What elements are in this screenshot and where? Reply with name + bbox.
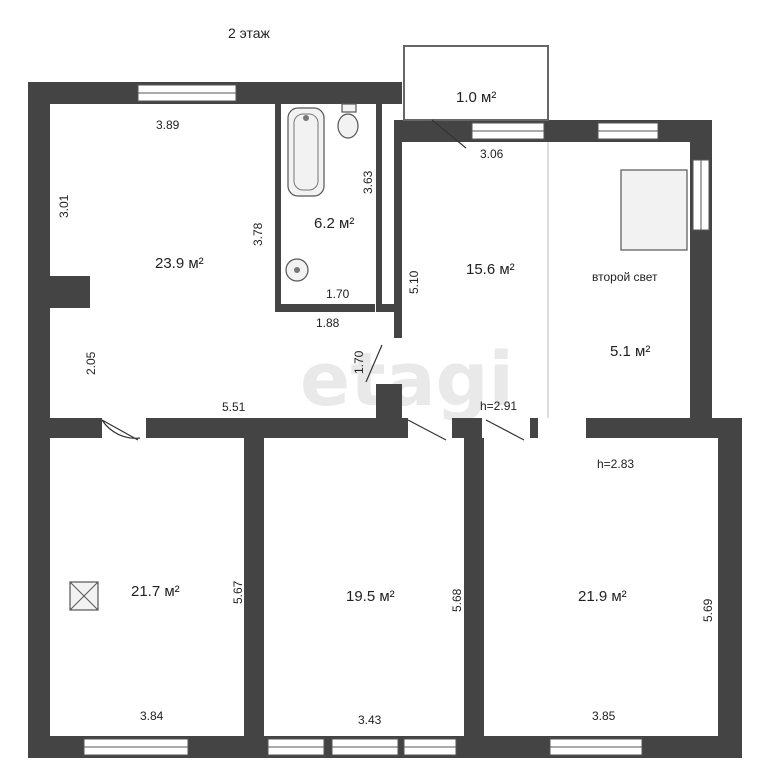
wall-bath-right [376, 104, 382, 312]
window-living-top [137, 84, 237, 102]
wall-mid-1 [50, 418, 102, 438]
door-bedroom-right [485, 419, 525, 441]
wall-mid-5 [586, 418, 690, 438]
area-balcony: 1.0 м² [456, 89, 496, 106]
height-hall: h=2.91 [480, 399, 517, 413]
bathroom-fixtures [285, 103, 359, 282]
window-bedroom-middle-2 [331, 738, 399, 756]
wall-mid-3 [452, 418, 482, 438]
wall-left-upper [28, 82, 50, 758]
dim-hall-top: 3.06 [480, 147, 504, 161]
area-bedroom-right: 21.9 м² [578, 588, 627, 605]
void-block [620, 169, 688, 251]
window-bedroom-middle-3 [403, 738, 457, 756]
label-second-light: второй свет [592, 270, 658, 284]
dim-bedroom-right-bottom: 3.85 [592, 709, 616, 723]
area-hall: 15.6 м² [466, 261, 515, 278]
wall-bed-1 [244, 438, 264, 738]
floor-title: 2 этаж [228, 25, 271, 41]
wall-top-right [400, 120, 712, 142]
area-bathroom: 6.2 м² [314, 215, 354, 232]
windows [83, 84, 710, 756]
window-right-side [692, 159, 710, 231]
window-hall-top [471, 122, 545, 140]
watermark: etagi [300, 337, 514, 423]
wall-bath-left [275, 104, 281, 312]
door-balcony [431, 119, 467, 149]
wall-right-lower [718, 418, 742, 758]
wall-mid-2 [146, 418, 408, 438]
dim-living-left-lower: 2.05 [84, 351, 98, 375]
interior-walls [50, 104, 690, 738]
door-bedroom-middle [407, 419, 447, 441]
window-second-light-top [597, 122, 659, 140]
window-bedroom-right [549, 738, 643, 756]
wall-bath-bottom [275, 304, 375, 312]
toilet-tank [341, 103, 357, 113]
window-bedroom-left [83, 738, 189, 756]
wall-hall-left-lower [376, 384, 402, 418]
toilet-bowl [337, 113, 359, 139]
dim-hall-side: 5.10 [407, 270, 421, 294]
dim-bedroom-middle-side: 5.68 [450, 588, 464, 612]
area-second-light: 5.1 м² [610, 343, 650, 360]
dim-bath-height: 3.63 [361, 170, 375, 194]
height-bedroom-right: h=2.83 [597, 457, 634, 471]
wall-bed-2 [464, 438, 484, 738]
balcony-outline [403, 45, 549, 121]
bathtub [287, 107, 325, 197]
dim-bath-outer: 1.88 [316, 316, 340, 330]
dim-living-left-upper: 3.01 [57, 194, 71, 218]
dim-bath-width: 1.70 [326, 287, 350, 301]
dim-bedroom-left-bottom: 3.84 [140, 709, 164, 723]
wall-bath-corner [376, 304, 400, 312]
area-bedroom-middle: 19.5 м² [346, 588, 395, 605]
door-bedroom-left [101, 419, 141, 441]
area-bedroom-left: 21.7 м² [131, 583, 180, 600]
dim-living-right: 3.78 [251, 222, 265, 246]
dim-bedroom-right-side: 5.69 [701, 598, 715, 622]
door-bathroom [365, 344, 383, 383]
wall-mid-4 [530, 418, 538, 438]
dim-living-top-width: 3.89 [156, 118, 180, 132]
wall-notch [50, 276, 90, 308]
ventilation-box [69, 581, 99, 611]
wall-right-step [690, 418, 742, 438]
dim-living-bottom: 5.51 [222, 400, 246, 414]
area-living-top: 23.9 м² [155, 255, 204, 272]
dim-hall-door: 1.70 [352, 350, 366, 374]
window-bedroom-middle-1 [267, 738, 325, 756]
dim-bedroom-middle-bottom: 3.43 [358, 713, 382, 727]
doors [101, 119, 525, 441]
wall-hall-left-upper [394, 120, 402, 338]
dim-bedroom-left-side: 5.67 [231, 580, 245, 604]
